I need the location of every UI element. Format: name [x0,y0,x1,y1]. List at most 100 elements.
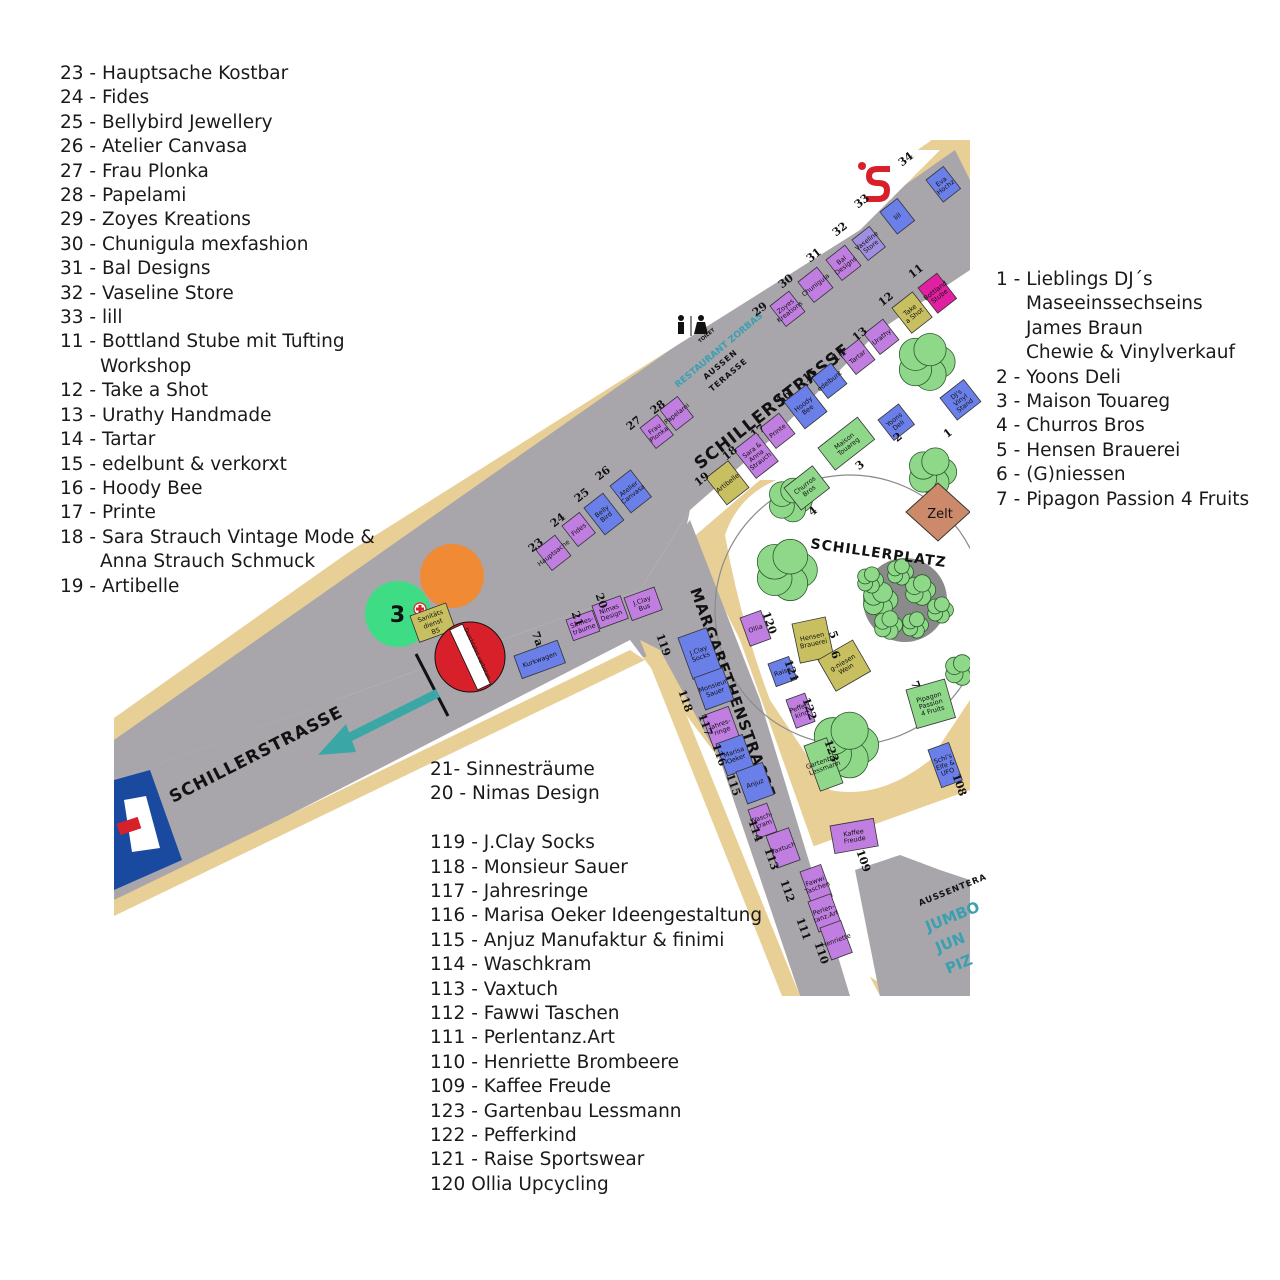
stalls: EvaHochz34lill33VaselineStore32BalDesign… [513,149,982,966]
legend-item: 109 - Kaffee Freude [430,1075,762,1099]
legend-item-text: 30 - Chunigula mexfashion [60,233,309,255]
legend-item: 115 - Anjuz Manufaktur & finimi [430,929,762,953]
stall-box [765,827,801,869]
legend-item-text: 7 - Pipagon Passion 4 Fruits [996,488,1250,510]
legend-item-continuation: Workshop [100,355,192,377]
trees [756,333,970,779]
legend-item: 15 - edelbunt & verkorxt [60,453,375,477]
stall-box [879,197,916,235]
legend-item-text: 4 - Churros Bros [996,415,1145,437]
stall-box [785,692,816,729]
legend-item-text: 2 - Yoons Deli [996,366,1121,388]
legend-item-text: 11 - Bottland Stube mit Tufting [60,331,345,353]
stall-box [917,272,958,314]
tree-icon [756,538,818,602]
legend-item-text: 112 - Fawwi Taschen [430,1003,620,1025]
legend-item: 123 - Gartenbau Lessmann [430,1100,762,1124]
legend-item-continuation: James Braun [1026,317,1143,339]
stall-box [817,639,872,692]
legend-item: 114 - Waschkram [430,953,762,977]
legend-item-continuation: Maseeinssechseins [1026,293,1203,315]
stall-box [561,511,596,548]
legend-item: 119 - J.Clay Socks [430,831,762,855]
stall-box [851,225,886,262]
zelt-label: Zelt [927,507,953,522]
stall-box [591,595,629,630]
stall-box [623,586,663,622]
stall-box [565,609,601,642]
stall-box [829,817,879,855]
legend-item-text: 12 - Take a Shot [60,380,209,402]
stall-box [535,534,572,572]
stall-box [783,384,828,430]
legend-item: 25 - Bellybird Jewellery [60,111,375,135]
legend-item-text: 16 - Hoody Bee [60,477,203,499]
legend-item-text: 120 Ollia Upcycling [430,1173,609,1195]
legend-item-text: 109 - Kaffee Freude [430,1076,612,1098]
stall-number: 21 [569,609,586,628]
tree-icon [902,611,929,639]
legend-item: 14 - Tartar [60,428,375,452]
stall-box [783,465,831,511]
stall-box [819,919,853,961]
legend-item-text: 13 - Urathy Handmade [60,404,272,426]
stall-number: 3 [853,458,867,473]
legend-item-text: 27 - Frau Plonka [60,160,209,182]
stall-box [733,432,779,479]
tree-icon [905,574,937,606]
legend-item: 24 - Fides [60,86,375,110]
stall-box [877,403,916,442]
stall-box [583,492,625,536]
stall-box [839,338,876,376]
stall-box [735,761,775,805]
legend-item-text: 1 - Lieblings DJ´s [996,269,1153,290]
legend-item-text: 24 - Fides [60,87,150,109]
legend-item-text: 119 - J.Clay Socks [430,832,595,854]
tree-icon [887,558,914,586]
direction-arrow-icon [318,688,441,755]
stall-box [811,362,848,400]
legend-item-text: 110 - Henriette Brombeere [430,1051,679,1073]
stall-number: 6 [828,649,843,661]
legend-item: 121 - Raise Sportswear [430,1148,762,1172]
legend-item: 7 - Pipagon Passion 4 Fruits [996,488,1249,512]
legend-item: 4 - Churros Bros [996,414,1249,438]
green-circle-marker [365,581,431,647]
legend-item-text: 25 - Bellybird Jewellery [60,111,273,133]
legend-item: 3 - Maison Touareg [996,390,1249,414]
legend-item: 16 - Hoody Bee [60,477,375,501]
legend-item: 2 - Yoons Deli [996,366,1249,390]
stall-box [825,244,862,282]
legend-item: 32 - Vaseline Store [60,282,375,306]
stall-box [747,802,778,839]
stall-number: 7a [529,630,546,648]
legend-item: 118 - Monsieur Sauer [430,856,762,880]
legend-item: 116 - Marisa Oeker Ideengestaltung [430,904,762,928]
legend-item-text: 116 - Marisa Oeker Ideengestaltung [430,905,763,927]
legend-item: 20 - Nimas Design [430,782,762,806]
stall-box [739,609,772,647]
legend-item-text: 111 - Perlentanz.Art [430,1027,615,1049]
legend-item: 120 Ollia Upcycling [430,1173,762,1197]
legend-item: 23 - Hauptsache Kostbar [60,62,375,86]
legend-item-text: 20 - Nimas Design [430,783,600,805]
legend-item-continuation: Anna Strauch Schmuck [100,551,316,573]
